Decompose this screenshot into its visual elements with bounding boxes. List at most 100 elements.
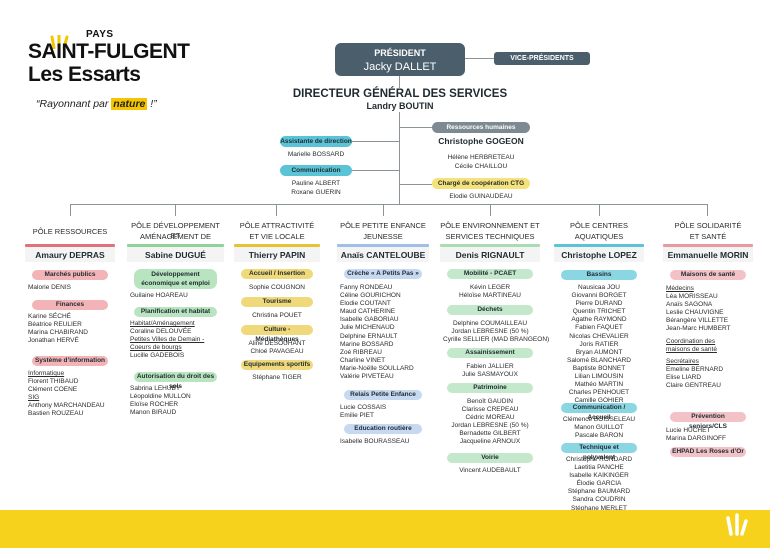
member-name: Lilian LIMOUSIN (574, 373, 624, 381)
member-name: Emeline BERNARD (666, 365, 724, 373)
member-name: Eloïse ROCHER (130, 401, 179, 409)
logo-line-1: SAINT-FULGENT (28, 40, 190, 63)
group-label: Tourisme (241, 297, 313, 307)
pole-color-bar (25, 244, 115, 247)
pole-title-line: PÔLE DÉVELOPPEMENT ET (131, 221, 220, 240)
assistante-label: Assistante de direction (280, 136, 352, 147)
pole-head-name: Amaury DEPRAS (35, 250, 105, 260)
member-name: Lucille GADEBOIS (130, 352, 185, 360)
group-label: Mobilité - PCAET (447, 269, 533, 279)
member-name: Clément COENE (28, 386, 78, 394)
member-name: Guilaine HOAREAU (130, 292, 188, 299)
footer-sun-icon (726, 513, 748, 536)
president-box: PRÉSIDENT Jacky DALLET (335, 43, 465, 76)
pole-color-bar (554, 244, 644, 247)
ctg-name: Elodie GUINAUDEAU (449, 193, 513, 200)
member-name: Kévin LEGER (469, 284, 511, 291)
member-name: Céline GOURICHON (340, 292, 401, 300)
pole-head-name: Thierry PAPIN (248, 250, 306, 260)
member-name: Mathéo MARTIN (574, 381, 624, 389)
member-name: Jordan LEBRESNE (50 %) (451, 422, 529, 430)
member-name: Petites Villes de Demain - (130, 336, 205, 344)
member-name: Léopoldine MULLON (130, 393, 191, 401)
group-label: Maisons de santé (670, 270, 746, 280)
member-name: maisons de santé (666, 345, 717, 353)
group-members: Guilaine HOAREAU (130, 292, 221, 300)
pole-title-line: PÔLE RESSOURCES (32, 227, 108, 236)
member-name: Cyrille SELLIER (MAD BRANGEON) (443, 336, 550, 344)
member-name: Camille GOHIER (574, 397, 624, 405)
member-name: Zoé RIBREAU (340, 348, 382, 356)
group-label: EHPAD Les Roses d’Or (670, 447, 746, 457)
member-name: Bérangère VILLETTE (666, 317, 729, 325)
member-name: Quentin TRICHET (572, 308, 626, 316)
member-name: Clémence BOISSELEAU (562, 416, 636, 423)
member-name: Isabelle GABORIAU (340, 316, 399, 324)
member-name: Stéphane MERLET (570, 504, 627, 512)
member-name: Coordination des (666, 337, 716, 345)
member-name: Claire GENTREAU (666, 382, 721, 390)
pole-head-name: Emmanuelle MORIN (667, 250, 749, 260)
member-name: Elodie COUTANT (340, 300, 391, 308)
member-name: Marina DARGINOFF (666, 435, 726, 443)
member-name: Lucie COSSAIS (340, 404, 387, 411)
member-name: Clarisse CREPEAU (461, 406, 519, 414)
group-label: Système d’information (32, 356, 108, 366)
ctg-label: Chargé de coopération CTG (432, 178, 530, 189)
pole-title-line: ET VIE LOCALE (249, 232, 305, 241)
pole-title-line: ET SANTÉ (689, 232, 727, 241)
pole-title-line: PÔLE CENTRES (570, 221, 628, 230)
member-name: Manon BIRAUD (130, 409, 177, 417)
president-label: PRÉSIDENT (374, 48, 426, 58)
member-name: Malorie DENIS (28, 284, 71, 291)
member-name: Christophe RONDARD (565, 456, 633, 463)
member-name: Marina CHABIRAND (28, 329, 88, 337)
president-name: Jacky DALLET (363, 61, 437, 73)
member-name: Jordan LEBRESNE (50 %) (451, 328, 529, 336)
pole-title-line: JEUNESSE (363, 232, 403, 241)
vice-presidents-box: VICE-PRÉSIDENTS (494, 52, 590, 65)
member-name: Stéphane TIGER (252, 374, 302, 381)
member-name: Secrétaires (666, 357, 699, 365)
member-name: Nausicaa JOU (578, 284, 620, 291)
rh-label: Ressources humaines (432, 122, 530, 133)
member-name: Médecins (666, 285, 694, 292)
rh-name-2: Cécile CHAILLOU (454, 163, 508, 170)
group-label: Crèche « A Petits Pas » (344, 269, 422, 279)
group-members: Sophie COUGNON (237, 284, 317, 292)
member-name: Sophie COUGNON (249, 284, 305, 291)
member-name: Elise LIARD (666, 373, 702, 381)
pole-head-box (337, 247, 429, 262)
member-name: Habitat/Aménagement (130, 320, 195, 327)
logo-line-2: Les Essarts (28, 63, 141, 86)
member-name: Bernadette GILBERT (459, 430, 521, 438)
group-label: Accueil / Insertion (241, 269, 313, 279)
group-label: Culture - Médiathèques (241, 325, 313, 343)
member-name: Vincent AUDEBAULT (459, 467, 521, 474)
logo-sun-icon (50, 35, 69, 49)
pole-head-box (554, 247, 644, 262)
logo-tagline: “Rayonnant par nature !” (36, 98, 157, 110)
pole-head-name: Christophe LOPEZ (561, 250, 637, 260)
pole-title-line: PÔLE ENVIRONNEMENT ET (440, 221, 540, 230)
group-label: Education routière (344, 424, 422, 434)
pole-head-box (127, 247, 224, 262)
member-name: Bryan AUMONT (575, 348, 623, 356)
member-name: Cédric MOREAU (465, 414, 515, 422)
member-name: Laetitia PANCHE (574, 464, 624, 472)
pole-head-box (440, 247, 540, 262)
group-members: Stéphane TIGER (237, 374, 317, 382)
member-name: Charline VINET (340, 356, 386, 364)
pole-color-bar (440, 244, 540, 247)
